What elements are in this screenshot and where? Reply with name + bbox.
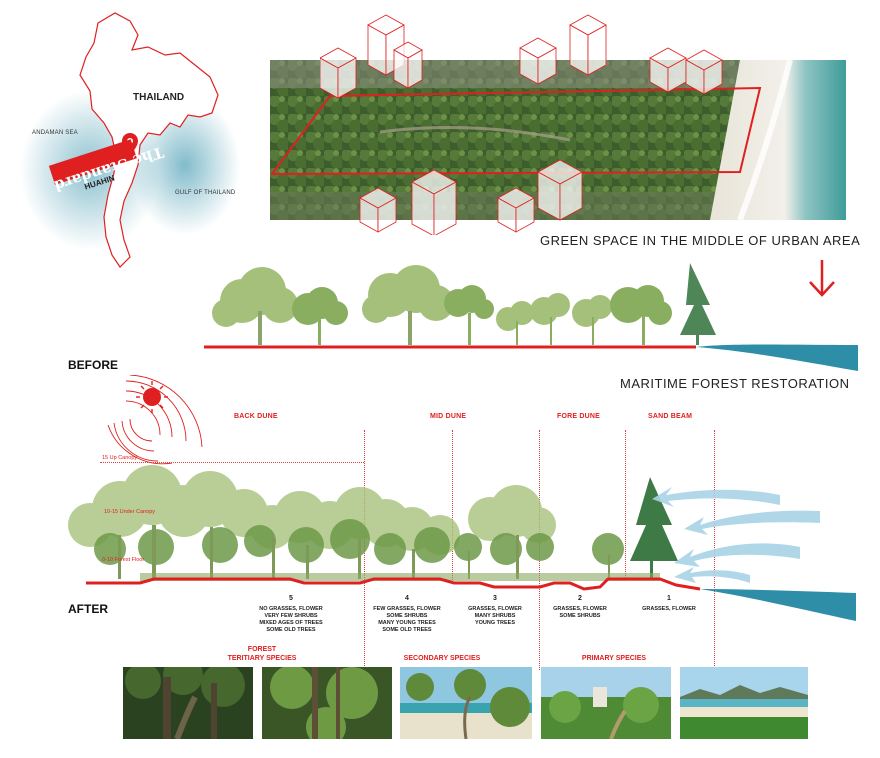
sun-icon bbox=[107, 375, 203, 465]
thailand-label: THAILAND bbox=[133, 92, 185, 103]
divider-4 bbox=[625, 430, 626, 580]
before-trees bbox=[212, 263, 716, 345]
building-blocks bbox=[320, 14, 723, 235]
canopy-line-15 bbox=[100, 462, 364, 463]
stage-2-number: 2 bbox=[578, 595, 582, 602]
secondary-species-label: SECONDARY SPECIES bbox=[403, 655, 481, 662]
tertiary-species-label: TERITIARY SPECIES bbox=[227, 655, 297, 662]
after-ground bbox=[86, 577, 701, 591]
andaman-sea-label: ANDAMAN SEA bbox=[32, 130, 78, 136]
photo-primary-1 bbox=[541, 667, 671, 739]
after-label: AFTER bbox=[68, 602, 108, 616]
brand-ribbon bbox=[48, 139, 137, 185]
after-sea bbox=[700, 589, 856, 621]
before-section bbox=[204, 263, 858, 371]
stage-5-number: 5 bbox=[289, 595, 293, 602]
photo-secondary bbox=[400, 667, 532, 739]
photo-forest-2 bbox=[262, 667, 392, 739]
photo-forest-1 bbox=[123, 667, 253, 739]
canopy-label-10-15: 10-15 Under Canopy bbox=[104, 509, 156, 515]
stage-4-number: 4 bbox=[405, 595, 409, 602]
restoration-heading: MARITIME FOREST RESTORATION bbox=[620, 376, 850, 391]
before-label: BEFORE bbox=[68, 358, 119, 372]
gulf-label: GULF OF THAILAND bbox=[175, 190, 236, 196]
wind-arrows bbox=[652, 487, 820, 583]
canopy-label-0-10: 0-10 Forest Floor bbox=[102, 557, 145, 563]
forest-label: FOREST bbox=[247, 646, 277, 653]
stage-3-number: 3 bbox=[493, 595, 497, 602]
thailand-outline bbox=[79, 12, 219, 268]
after-section bbox=[68, 465, 856, 621]
zone-back-dune: BACK DUNE bbox=[234, 413, 278, 420]
divider-2 bbox=[452, 430, 453, 580]
zone-sand-beam: SAND BEAM bbox=[648, 413, 693, 420]
stage-1-number: 1 bbox=[667, 595, 671, 602]
stage-1-description: GRASSES, FLOWER bbox=[642, 606, 696, 612]
after-forest bbox=[68, 465, 678, 581]
canopy-label-15: 15 Up Canopy bbox=[102, 455, 138, 461]
zone-mid-dune: MID DUNE bbox=[430, 413, 467, 420]
down-arrow-icon bbox=[809, 260, 835, 297]
zone-fore-dune: FORE DUNE bbox=[557, 413, 601, 420]
primary-species-label: PRIMARY SPECIES bbox=[581, 655, 647, 662]
site-boundary bbox=[270, 86, 762, 176]
before-sea bbox=[696, 344, 858, 371]
thailand-map bbox=[20, 12, 240, 268]
green-space-heading: GREEN SPACE IN THE MIDDLE OF URBAN AREA bbox=[540, 233, 861, 248]
photo-primary-2 bbox=[680, 667, 808, 739]
